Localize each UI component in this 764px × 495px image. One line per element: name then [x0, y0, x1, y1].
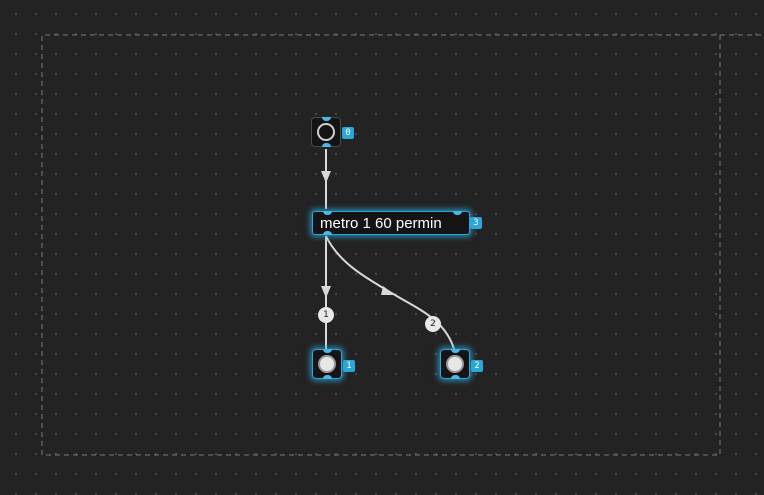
inlet-port[interactable]: [322, 117, 331, 121]
node-index-badge: 0: [342, 127, 354, 139]
inlet-port[interactable]: [323, 349, 332, 353]
inlet-port[interactable]: [451, 349, 460, 353]
node-index-badge: 1: [343, 360, 355, 372]
bang-circle-icon[interactable]: [318, 355, 336, 373]
cord-arrow-icon: [321, 171, 331, 183]
outlet-port[interactable]: [323, 375, 332, 379]
metro-object-node[interactable]: metro 1 60 permin 3: [312, 211, 482, 235]
button-node-top[interactable]: 0: [311, 117, 354, 147]
cord-arrow-icon: [321, 286, 331, 298]
node-index-badge: 2: [471, 360, 483, 372]
cord-order-label: 1: [318, 307, 334, 323]
outlet-port[interactable]: [322, 143, 331, 147]
inlet-port[interactable]: [323, 211, 332, 215]
cord-order-label: 2: [425, 316, 441, 332]
cord-arrow-icon: [381, 286, 395, 295]
button-node-left[interactable]: 1: [312, 349, 355, 379]
outlet-port[interactable]: [323, 231, 332, 235]
bang-circle-icon[interactable]: [446, 355, 464, 373]
inlet-port[interactable]: [453, 211, 462, 215]
object-label: metro 1 60 permin: [320, 215, 442, 232]
outlet-port[interactable]: [451, 375, 460, 379]
button-node-right[interactable]: 2: [440, 349, 483, 379]
bang-circle-icon[interactable]: [317, 123, 335, 141]
patch-boundary: [41, 34, 721, 456]
node-index-badge: 3: [470, 217, 482, 229]
